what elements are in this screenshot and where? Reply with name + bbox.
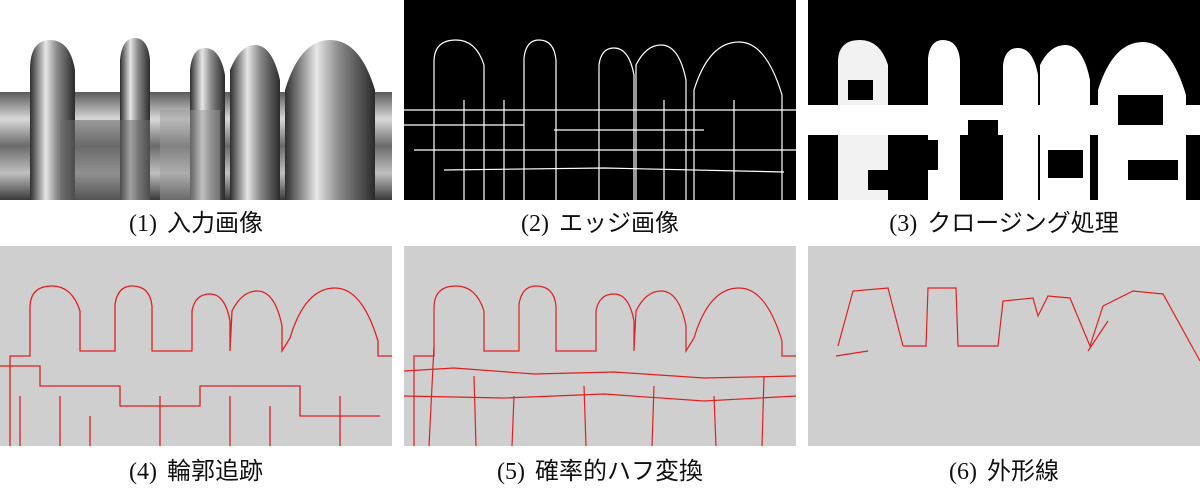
caption-number: (1) xyxy=(129,211,157,237)
edge-image-graphic xyxy=(404,0,796,200)
caption-panel-1: (1) 入力画像 xyxy=(0,208,392,239)
panel-input-image xyxy=(0,0,392,200)
caption-panel-2: (2) エッジ画像 xyxy=(404,208,796,239)
panel-hough-transform xyxy=(404,246,796,446)
caption-panel-5: (5) 確率的ハフ変換 xyxy=(404,456,796,487)
caption-number: (2) xyxy=(521,211,549,237)
panel-contour-tracing xyxy=(0,246,392,446)
panel-closing-image xyxy=(808,0,1200,200)
caption-text: 入力画像 xyxy=(166,209,263,237)
contour-tracing-graphic xyxy=(0,246,392,446)
caption-text: 輪郭追跡 xyxy=(166,457,263,485)
caption-text: 外形線 xyxy=(986,457,1059,485)
caption-number: (6) xyxy=(949,459,977,485)
caption-text: 確率的ハフ変換 xyxy=(534,457,703,485)
caption-number: (5) xyxy=(497,459,525,485)
caption-number: (3) xyxy=(889,211,918,237)
caption-panel-4: (4) 輪郭追跡 xyxy=(0,456,392,487)
caption-text: クロージング処理 xyxy=(927,209,1119,237)
caption-text: エッジ画像 xyxy=(558,209,679,237)
input-image-photo xyxy=(0,0,392,200)
caption-panel-6: (6) 外形線 xyxy=(808,456,1200,487)
panel-outline xyxy=(808,246,1200,446)
closing-image-graphic xyxy=(808,0,1200,200)
panel-edge-image xyxy=(404,0,796,200)
hough-transform-graphic xyxy=(404,246,796,446)
outline-graphic xyxy=(808,246,1200,446)
caption-number: (4) xyxy=(129,459,157,485)
caption-panel-3: (3) クロージング処理 xyxy=(808,208,1200,239)
